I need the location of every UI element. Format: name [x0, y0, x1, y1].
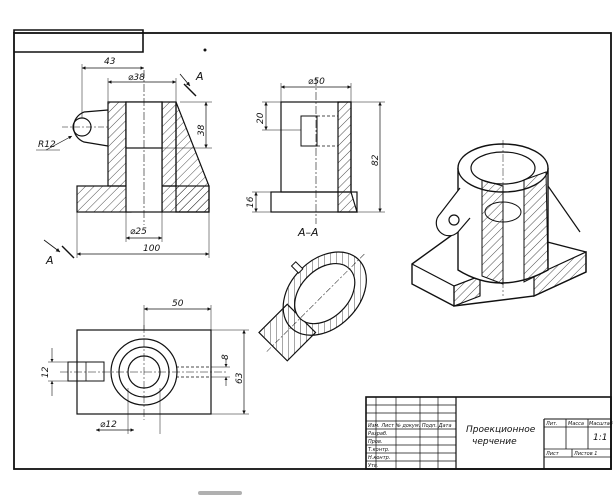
section-label-bottom: A: [45, 254, 54, 267]
dim-plan-depth: 63: [235, 372, 245, 384]
section-label-top: A: [195, 70, 204, 83]
front-view: 43 ⌀38 38 R12 ⌀25 100 A A: [36, 57, 212, 267]
dim-front-inner: ⌀25: [130, 227, 147, 237]
dim-side-outer: ⌀50: [308, 77, 325, 87]
side-section-view: ⌀50 20 82 16 А–А: [246, 77, 385, 239]
dim-plan-hole: ⌀12: [100, 420, 117, 430]
header-scale: Масштаб: [589, 421, 613, 427]
drawing-frame: [13, 29, 612, 470]
dim-plan-slot: 8: [221, 354, 231, 360]
section-view-caption: А–А: [297, 226, 319, 239]
title-block-row-checker: Пров.: [368, 439, 383, 445]
dim-front-bore: ⌀38: [128, 73, 145, 83]
sheet-label: Лист: [545, 451, 560, 457]
scale-value: 1:1: [593, 433, 607, 443]
dim-side-upper: 20: [256, 112, 266, 124]
title-block-row-developer: Разраб.: [368, 431, 388, 437]
header-lit: Лит.: [545, 421, 558, 427]
title-block-row-norm-control: Н.контр.: [368, 455, 390, 461]
title-block-row-approved: Утв.: [368, 463, 379, 469]
oblique-section-view: [258, 251, 367, 362]
title-block-row-header: Изм. Лист № докум. Подп. Дата: [368, 423, 452, 429]
dim-front-offset: 43: [104, 57, 116, 67]
header-mass: Масса: [568, 421, 584, 427]
dim-side-base: 16: [246, 196, 256, 208]
title-block: Изм. Лист № докум. Подп. Дата Разраб. Пр…: [365, 396, 613, 470]
drawing-title-line2: черчение: [472, 437, 517, 447]
dim-plan-side: 12: [41, 366, 51, 378]
dim-plan-offset: 50: [172, 299, 184, 309]
sheets-label: Листов 1: [573, 451, 597, 457]
isometric-view: [411, 140, 587, 307]
dim-front-height: 38: [197, 124, 207, 136]
dim-front-width: 100: [143, 244, 160, 254]
dim-side-height: 82: [371, 154, 381, 166]
title-block-row-tech-control: Т.контр.: [368, 447, 390, 453]
plan-view: 50 8 63 12 ⌀12: [41, 299, 249, 434]
dim-front-radius: R12: [38, 140, 56, 150]
drawing-title-line1: Проекционное: [466, 425, 536, 435]
home-indicator[interactable]: [198, 491, 242, 495]
